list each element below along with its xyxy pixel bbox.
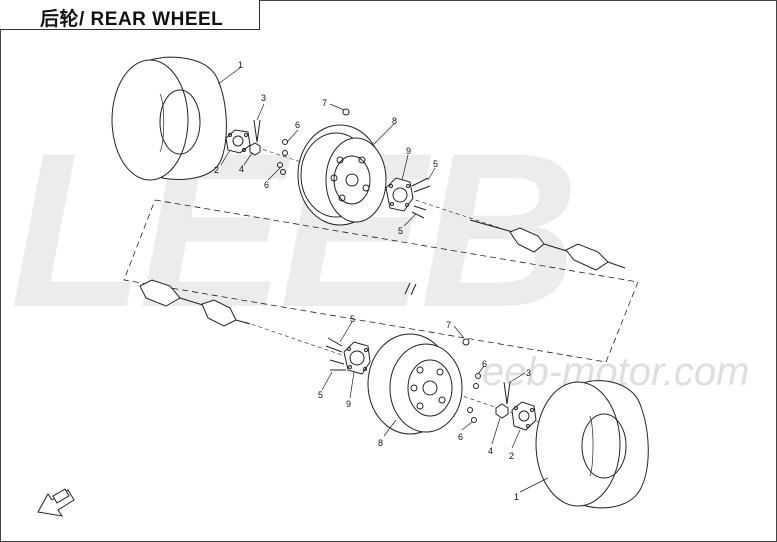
lower-castle-nut	[495, 403, 509, 419]
callout-lower-5a: 5	[350, 314, 355, 324]
upper-drive-shaft	[469, 219, 626, 271]
callout-lower-6a: 6	[482, 359, 487, 369]
callout-lower-8: 8	[378, 438, 383, 448]
lower-tire	[535, 380, 649, 509]
callout-upper-7: 7	[322, 98, 327, 108]
upper-tire	[111, 56, 227, 181]
lower-rim	[367, 333, 463, 435]
leader-lines	[217, 67, 549, 493]
upper-bolts	[277, 139, 288, 175]
upper-rim	[297, 124, 387, 226]
title-box: 后轮/ REAR WHEEL	[0, 0, 260, 30]
upper-flange-hub	[385, 177, 414, 212]
callout-upper-5b: 5	[398, 226, 403, 236]
callouts-upper: 1 2 3 4 6 6 7 8 9 5 5	[214, 60, 438, 236]
callout-lower-9: 9	[346, 399, 351, 409]
assembly-dash-outline	[123, 199, 639, 363]
upper-valve	[342, 108, 350, 116]
callout-upper-4: 4	[239, 164, 244, 174]
callout-lower-3: 3	[526, 368, 531, 378]
lower-bolts	[467, 373, 481, 423]
callout-upper-5a: 5	[433, 159, 438, 169]
upper-castle-nut	[249, 142, 261, 156]
lower-valve	[462, 338, 470, 346]
lower-cotter-pin	[503, 381, 511, 405]
callout-upper-6a: 6	[295, 120, 300, 130]
callout-upper-2: 2	[214, 165, 219, 175]
callout-lower-1: 1	[514, 492, 519, 502]
callout-upper-9: 9	[406, 146, 411, 156]
callout-upper-8: 8	[392, 116, 397, 126]
callout-lower-4: 4	[488, 446, 493, 456]
upper-studs	[411, 177, 431, 219]
callout-lower-2: 2	[509, 451, 514, 461]
lower-flange-hub	[343, 341, 371, 375]
callout-upper-3: 3	[261, 93, 266, 103]
callout-upper-1: 1	[238, 60, 243, 70]
lower-studs	[325, 337, 346, 371]
callout-lower-6b: 6	[458, 432, 463, 442]
page-title: 后轮/ REAR WHEEL	[40, 9, 224, 30]
watermark-brand: LEEB	[10, 107, 579, 353]
axle-break-mark-a	[404, 282, 411, 295]
callout-lower-7: 7	[446, 320, 451, 330]
callout-upper-6b: 6	[264, 180, 269, 190]
upper-cotter-pin	[253, 119, 261, 143]
lower-drive-shaft	[139, 279, 251, 327]
axle-break-mark-b	[410, 283, 417, 296]
front-direction-arrow-icon	[37, 488, 75, 517]
callout-lower-5b: 5	[318, 390, 323, 400]
upper-hub	[225, 129, 251, 154]
lower-hub	[511, 401, 537, 431]
callouts-lower: 5 5 7 6 3 2 4 6 8 9 1	[318, 314, 531, 502]
